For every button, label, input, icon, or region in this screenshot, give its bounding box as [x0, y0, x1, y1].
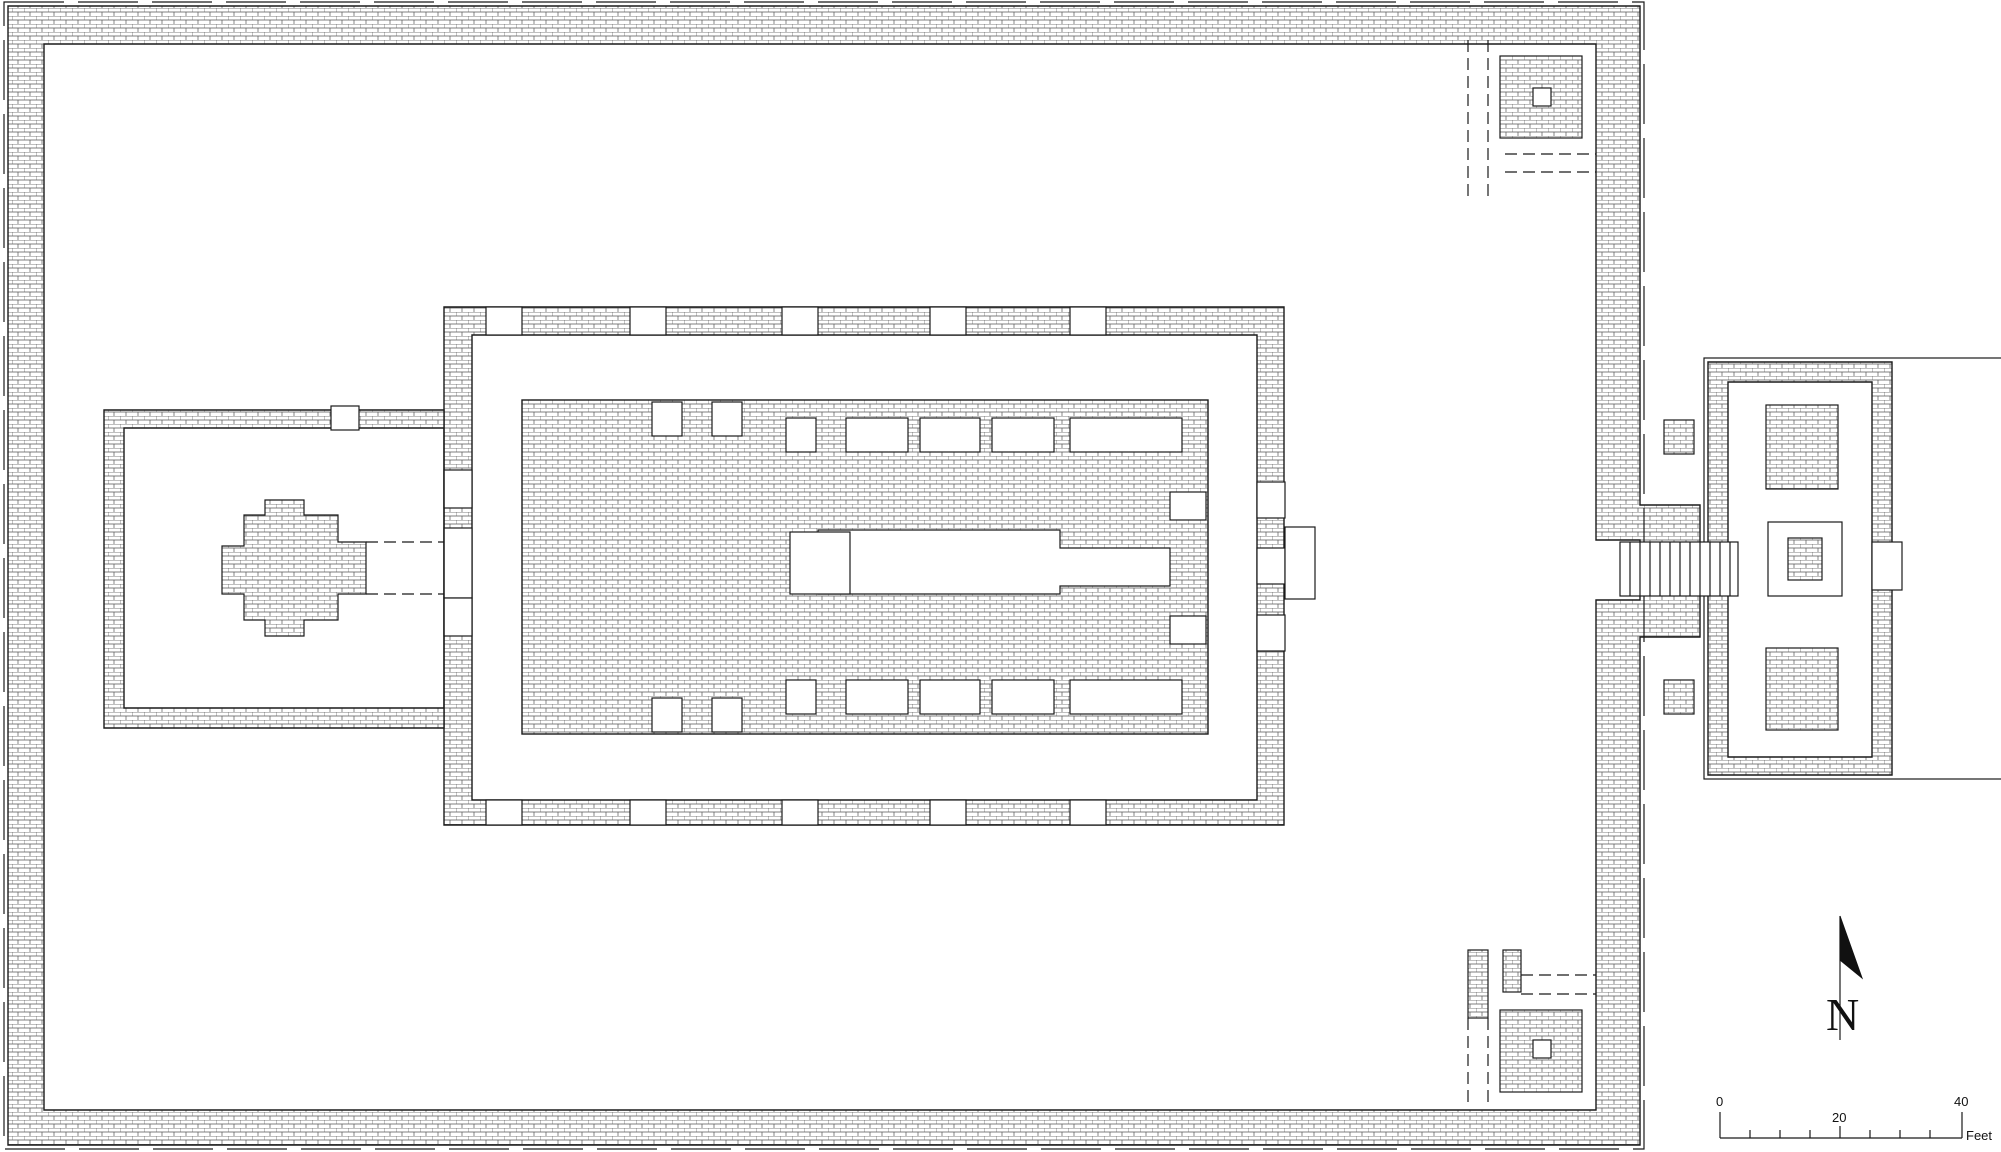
annex-east-door [1871, 541, 1903, 591]
annex-shrine-center-core [1787, 537, 1823, 581]
annex-base-se [1765, 647, 1839, 731]
courtyard-wall [443, 306, 1316, 826]
annex-pillar-n [1663, 419, 1695, 455]
annex-pillar-s [1663, 679, 1695, 715]
tower-southeast [1467, 949, 1596, 1108]
scale-tick-20: 20 [1832, 1110, 1846, 1125]
west-altar [221, 499, 367, 637]
east-annex [1619, 357, 2001, 780]
inner-temple [521, 399, 1209, 735]
tower-northeast [1467, 40, 1596, 198]
sanctum-image [789, 531, 851, 595]
west-forecourt [103, 405, 445, 729]
annex-base-ne [1765, 404, 1839, 490]
scale-tick-0: 0 [1716, 1094, 1723, 1109]
scale-unit: Feet [1966, 1128, 1992, 1143]
north-arrow: N [1826, 915, 1864, 1040]
scale-tick-40: 40 [1954, 1094, 1968, 1109]
scale-bar: 0 20 40 Feet [1716, 1094, 1992, 1143]
outer-enclosure-wall [3, 1, 1701, 1150]
north-label: N [1826, 989, 1859, 1040]
